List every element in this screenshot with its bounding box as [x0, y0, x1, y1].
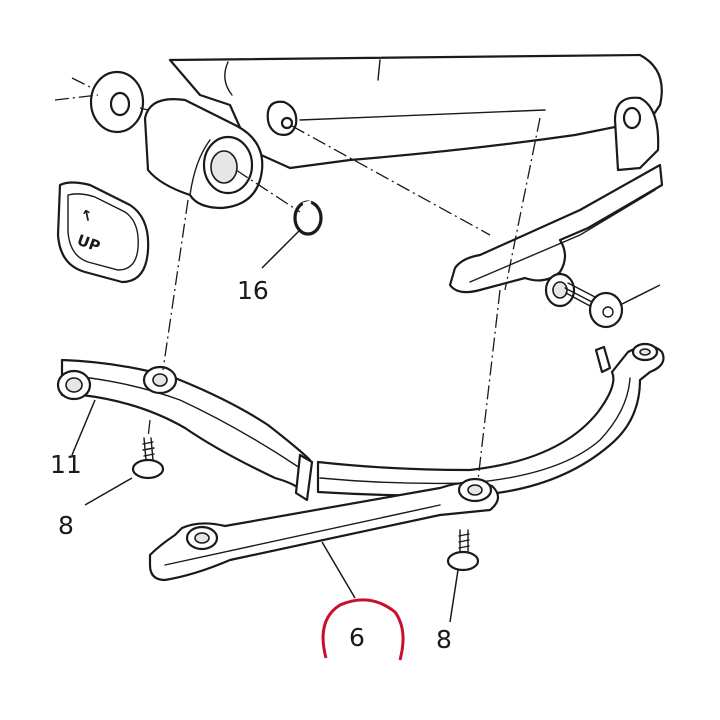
lower-left-rail: [56, 358, 314, 502]
callout-8-left: 8: [58, 511, 74, 540]
screw-right: [446, 529, 480, 572]
leader-lines: [71, 229, 661, 623]
frame-boss: [266, 100, 298, 136]
bolt-right: [564, 282, 624, 329]
circlip: [293, 200, 323, 236]
lower-right-rail: [316, 342, 665, 497]
frame-lug: [143, 98, 264, 210]
up-badge: ↑ UP: [56, 181, 150, 284]
right-bracket: [613, 96, 660, 172]
up-badge-arrow: ↑: [79, 206, 95, 226]
callout-11: 11: [50, 450, 82, 479]
washer-left: [89, 70, 145, 134]
callout-8-right: 8: [436, 625, 452, 654]
upper-footrest-arm: [448, 163, 664, 308]
assembly-lines: [54, 77, 541, 481]
heel-plate: [148, 477, 500, 582]
frame-body: [168, 53, 663, 170]
highlight-circle: [321, 598, 405, 661]
callout-6: 6: [349, 623, 365, 652]
callout-16: 16: [237, 276, 269, 305]
screw-left: [131, 437, 165, 480]
